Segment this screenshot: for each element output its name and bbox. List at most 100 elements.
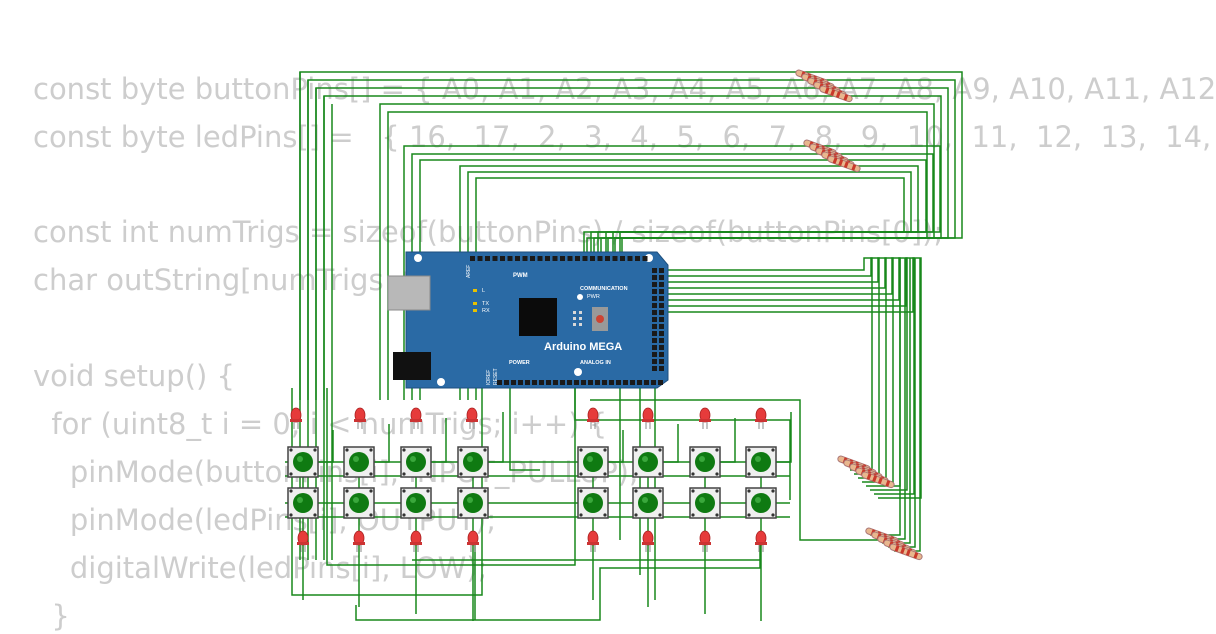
pushbutton-highlight — [642, 497, 648, 503]
wire — [355, 540, 761, 621]
led-rim — [466, 419, 478, 422]
pushbutton — [457, 487, 489, 519]
header-pin — [532, 380, 537, 385]
pushbutton-corner — [426, 472, 430, 476]
pushbutton-corner — [715, 513, 719, 517]
pushbutton-cap — [751, 493, 771, 513]
pushbutton — [632, 487, 664, 519]
resistor-band — [838, 159, 844, 166]
header-pin — [659, 324, 664, 329]
pushbutton-highlight — [297, 497, 303, 503]
wire — [590, 399, 880, 541]
led — [466, 407, 478, 429]
pushbutton-corner — [715, 472, 719, 476]
aref-label: AREF — [466, 265, 472, 278]
pushbutton-cap — [583, 452, 603, 472]
pushbutton-corner — [459, 489, 463, 493]
pushbutton — [577, 487, 609, 519]
wire — [668, 257, 887, 479]
header-pin — [515, 256, 520, 261]
resistor-band — [894, 545, 900, 552]
pwm-label: PWM — [513, 273, 528, 279]
led-rim — [297, 542, 309, 545]
header-pin — [652, 268, 657, 273]
pushbutton-highlight — [755, 497, 761, 503]
header-pin — [659, 345, 664, 350]
resistors — [795, 69, 923, 561]
wire — [668, 257, 922, 499]
header-pin — [560, 380, 565, 385]
header-pin — [605, 256, 610, 261]
header-pin — [612, 256, 618, 261]
pushbutton-corner — [289, 489, 293, 493]
header-pin — [652, 310, 657, 315]
header-pin — [659, 303, 664, 308]
led — [699, 530, 711, 552]
pushbutton-corner — [313, 513, 317, 517]
header-pin — [522, 256, 528, 261]
code-line: const byte ledPins[] = { 16, 17, 2, 3, 4… — [33, 120, 1212, 154]
pushbutton-corner — [483, 448, 487, 452]
tx-led — [473, 302, 477, 305]
pushbutton-corner — [691, 513, 695, 517]
pushbutton-corner — [658, 489, 662, 493]
led — [587, 407, 599, 429]
code-line: } — [33, 599, 70, 633]
pushbutton-corner — [603, 448, 607, 452]
header-pin — [658, 380, 663, 385]
resistor-band — [913, 552, 919, 559]
pushbutton-corner — [603, 472, 607, 476]
pushbutton-corner — [483, 489, 487, 493]
header-pin — [507, 256, 513, 261]
header-pin — [642, 256, 648, 261]
pushbutton — [689, 487, 721, 519]
header-pin — [659, 352, 664, 357]
header-pin — [659, 275, 664, 280]
pushbutton-corner — [658, 513, 662, 517]
arduino-mega-board[interactable]: PWM COMMUNICATION PWR L TX RX Arduino ME… — [387, 251, 669, 389]
pushbutton-corner — [771, 448, 775, 452]
header-pin — [582, 256, 588, 261]
pushbutton-corner — [426, 448, 430, 452]
header-pin — [525, 380, 530, 385]
pushbutton-corner — [402, 448, 406, 452]
resistor-band — [885, 480, 891, 487]
pushbutton-corner — [603, 513, 607, 517]
pushbutton — [343, 446, 375, 478]
usb-port — [387, 275, 431, 311]
board-name: Arduino MEGA — [544, 341, 622, 353]
wire — [326, 388, 576, 566]
wire — [379, 103, 935, 400]
resistor-band — [877, 477, 883, 485]
header-pin — [588, 380, 593, 385]
l-label: L — [482, 288, 485, 294]
communication-label: COMMUNICATION — [580, 286, 628, 292]
pushbutton-corner — [658, 448, 662, 452]
header-pin — [567, 256, 573, 261]
pushbutton-corner — [459, 513, 463, 517]
wire — [509, 388, 540, 471]
pushbutton-corner — [691, 448, 695, 452]
header-pin — [659, 289, 664, 294]
pushbutton — [632, 446, 664, 478]
header-pin — [652, 324, 657, 329]
pushbutton-corner — [426, 513, 430, 517]
l-led — [473, 289, 477, 292]
pushbutton-cap — [463, 452, 483, 472]
pushbutton-corner — [289, 472, 293, 476]
pushbutton-cap — [638, 452, 658, 472]
header-pin — [652, 282, 657, 287]
header-pin — [567, 380, 572, 385]
header-pin — [581, 380, 586, 385]
power-label: POWER — [509, 360, 530, 366]
pushbutton-highlight — [353, 497, 359, 503]
header-pin — [652, 366, 657, 371]
header-pin — [485, 256, 490, 261]
leds — [290, 407, 767, 552]
led-rim — [587, 419, 599, 422]
pushbutton — [343, 487, 375, 519]
header-pin — [637, 380, 642, 385]
pushbutton — [689, 446, 721, 478]
pushbutton-corner — [345, 513, 349, 517]
header-pin — [545, 256, 550, 261]
